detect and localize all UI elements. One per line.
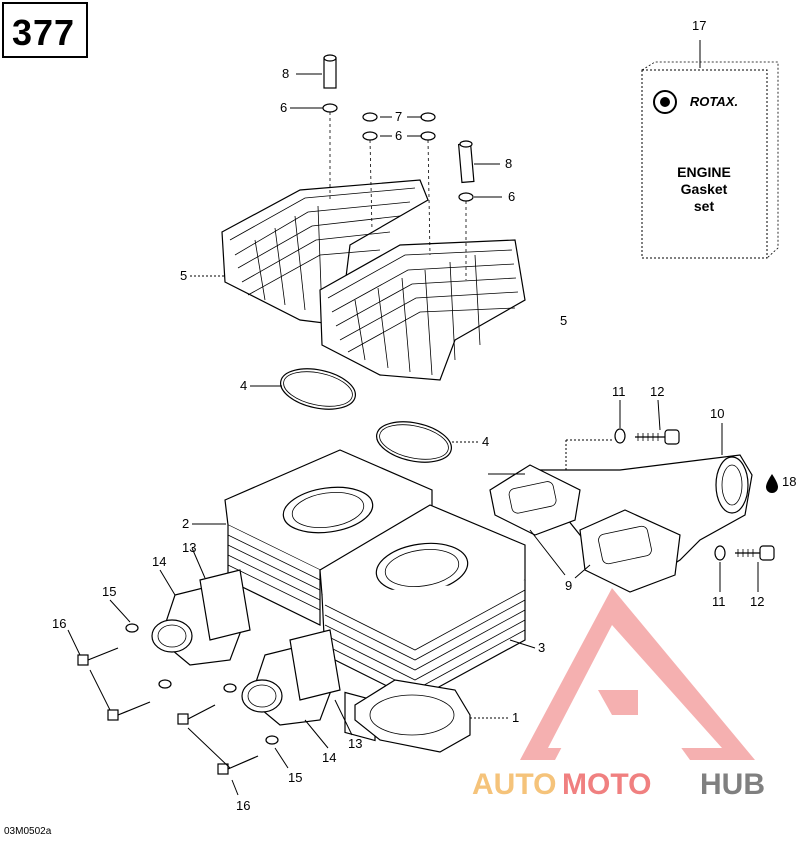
callout-10: 10: [710, 406, 724, 421]
watermark-hub: HUB: [700, 768, 765, 801]
oil-drop-icon: [766, 474, 778, 493]
stud-upper-left: [323, 54, 337, 89]
callout-16b: 16: [236, 798, 250, 813]
watermark-logo: [520, 588, 755, 760]
callout-15b: 15: [288, 770, 302, 785]
gasket-set-box: [641, 61, 779, 259]
callout-18: 18: [782, 474, 796, 489]
callout-4a: 4: [240, 378, 247, 393]
callout-11a: 11: [612, 384, 626, 399]
callout-15a: 15: [102, 584, 116, 599]
callout-labels: 1 2 3 4 4 5 5 6 6 6 7 8 8 9 10 11 11 12 …: [52, 18, 796, 813]
gasket-box-line1: ENGINE: [677, 164, 731, 180]
screw-16-d: [217, 755, 259, 775]
screw-16-c: [177, 704, 216, 725]
watermark-auto: AUTO: [472, 768, 556, 801]
page-number-box: 377: [2, 2, 88, 58]
callout-8b: 8: [505, 156, 512, 171]
o-ring-upper-inner: [283, 371, 353, 407]
gasket-set-box-text: ROTAX. ENGINE Gasket set: [677, 94, 738, 214]
callout-14a: 14: [152, 554, 166, 569]
callout-6c: 6: [508, 189, 515, 204]
cylinder-right: [319, 504, 526, 742]
callout-13a: 13: [182, 540, 196, 555]
cylinder-head-right: [319, 239, 526, 381]
reference-code: 03M0502a: [4, 826, 52, 837]
page-number: 377: [12, 12, 76, 53]
washer-15-upper-b: [158, 679, 172, 689]
cylinder-head-left: [221, 179, 429, 326]
screw-16-b: [107, 701, 151, 721]
callout-9: 9: [565, 578, 572, 593]
callout-16a: 16: [52, 616, 66, 631]
o-ring-upper: [280, 368, 356, 410]
washer-15-lower: [223, 683, 237, 693]
watermark-moto: MOTO: [562, 768, 651, 801]
gasket-box-line2: Gasket: [681, 181, 728, 197]
washer-15-upper: [125, 623, 139, 633]
callout-4b: 4: [482, 434, 489, 449]
exhaust-gasket-lower: [579, 509, 681, 593]
callout-8a: 8: [282, 66, 289, 81]
washer-11-lower: [714, 545, 726, 561]
intake-gasket-upper: [199, 569, 251, 641]
screw-12-upper: [635, 429, 680, 445]
callout-3: 3: [538, 640, 545, 655]
leader-lines: [67, 40, 759, 796]
gasket-box-line3: set: [694, 198, 715, 214]
washer-11-upper: [614, 428, 626, 444]
callout-11b: 11: [712, 594, 726, 609]
callout-14b: 14: [322, 750, 336, 765]
o-ring-lower-inner: [379, 424, 449, 460]
callout-5a: 5: [180, 268, 187, 283]
base-gasket: [354, 679, 471, 753]
stud-right: [457, 140, 475, 184]
watermark-text: AUTO MOTO HUB: [472, 768, 765, 801]
callout-2: 2: [182, 516, 189, 531]
exhaust-gasket-upper: [489, 464, 581, 536]
callout-1: 1: [512, 710, 519, 725]
callout-12b: 12: [750, 594, 764, 609]
callout-6a: 6: [280, 100, 287, 115]
stud-guide-lines: [329, 112, 467, 280]
screw-16-a: [77, 647, 119, 666]
callout-13b: 13: [348, 736, 362, 751]
washer-15-lower-b: [265, 735, 279, 745]
callout-17: 17: [692, 18, 706, 33]
gasket-box-brand: ROTAX.: [690, 94, 738, 109]
intake-gasket-lower: [289, 629, 341, 701]
o-ring-lower: [376, 421, 452, 463]
washer-group: [322, 103, 474, 202]
screw-12-lower: [735, 545, 775, 561]
callout-5b: 5: [560, 313, 567, 328]
base-gasket-hole: [369, 694, 455, 736]
callout-7: 7: [395, 109, 402, 124]
callout-12a: 12: [650, 384, 664, 399]
callout-6b: 6: [395, 128, 402, 143]
